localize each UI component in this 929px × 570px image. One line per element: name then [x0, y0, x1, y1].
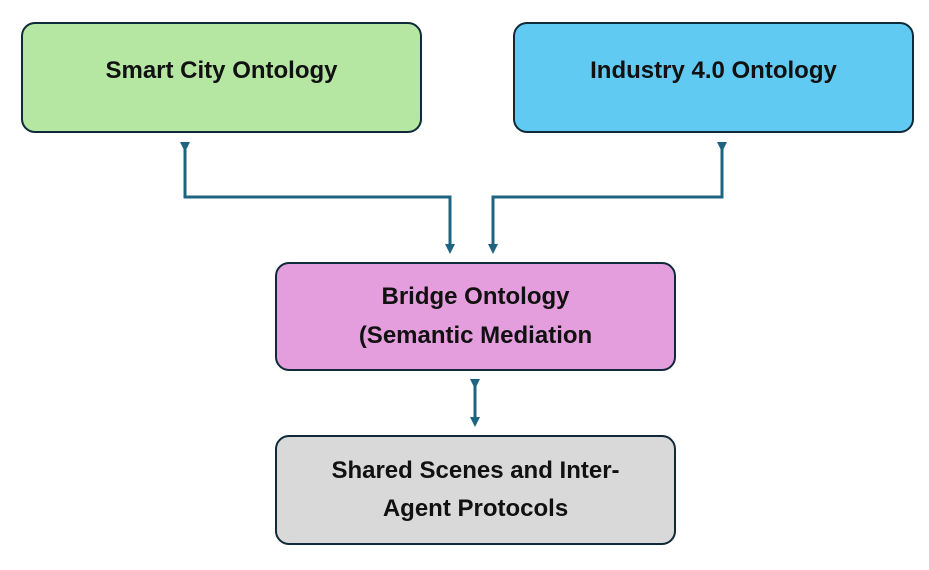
- industry-ontology-label: Industry 4.0 Ontology: [590, 57, 837, 84]
- connector-industry-bridge: [488, 142, 727, 254]
- industry-ontology-box: Industry 4.0 Ontology: [513, 22, 914, 133]
- connector-smart-city-bridge: [180, 142, 455, 254]
- bridge-ontology-box: Bridge Ontology (Semantic Mediation: [275, 262, 676, 371]
- smart-city-ontology-box: Smart City Ontology: [21, 22, 422, 133]
- shared-scenes-label: Shared Scenes and Inter- Agent Protocols: [331, 456, 620, 522]
- shared-scenes-box: Shared Scenes and Inter- Agent Protocols: [275, 435, 676, 545]
- bridge-ontology-label: Bridge Ontology (Semantic Mediation: [358, 282, 593, 349]
- smart-city-ontology-label: Smart City Ontology: [105, 57, 338, 84]
